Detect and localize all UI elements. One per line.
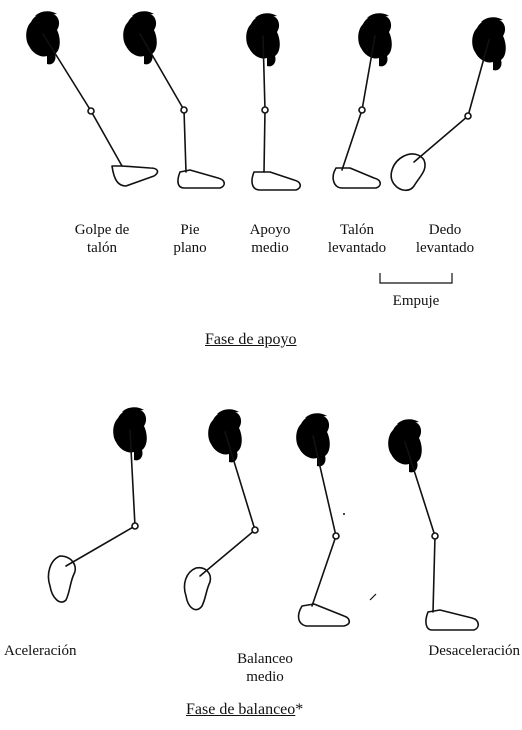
phase-label-line1: Aceleración <box>4 642 114 660</box>
swing-title-text: Fase de balanceo <box>186 701 295 718</box>
phase-label-line1: Golpe de <box>62 221 142 239</box>
leg-midswing <box>184 409 258 609</box>
leg-heel-off <box>333 13 392 188</box>
phase-label-line2: plano <box>160 239 220 257</box>
phase-label-line2: talón <box>62 239 142 257</box>
phase-label-foot-flat: Pie plano <box>160 221 220 257</box>
phase-label-line1: Pie <box>160 221 220 239</box>
phase-label-deceleration: Desaceleración <box>402 642 520 660</box>
phase-label-acceleration: Aceleración <box>4 642 114 660</box>
leg-foot-flat <box>123 11 224 188</box>
phase-label-line1: Balanceo <box>225 650 305 668</box>
phase-label-line2: levantado <box>400 239 490 257</box>
phase-label-line2: medio <box>238 239 302 257</box>
stance-title: Fase de apoyo <box>205 331 297 349</box>
phase-label-line1: Talón <box>312 221 402 239</box>
phase-label-line1: Dedo <box>400 221 490 239</box>
leg-deceleration <box>388 419 478 630</box>
phase-label-line2: levantado <box>312 239 402 257</box>
leg-midswing-2 <box>296 413 349 626</box>
swing-title: Fase de balanceo* <box>186 701 303 719</box>
phase-label-toe-off: Dedo levantado <box>400 221 490 257</box>
phase-label-heel-strike: Golpe de talón <box>62 221 142 257</box>
leg-toe-off <box>391 17 506 190</box>
phase-label-line1: Desaceleración <box>402 642 520 660</box>
swing-title-mark: * <box>295 701 303 719</box>
leg-midstance <box>246 13 300 190</box>
phase-label-midswing: Balanceo medio <box>225 650 305 686</box>
push-label: Empuje <box>376 292 456 310</box>
leg-acceleration <box>48 407 146 602</box>
phase-label-heel-off: Talón levantado <box>312 221 402 257</box>
phase-label-line1: Apoyo <box>238 221 302 239</box>
push-bracket <box>380 273 452 283</box>
phase-label-midstance: Apoyo medio <box>238 221 302 257</box>
phase-label-line2: medio <box>225 668 305 686</box>
